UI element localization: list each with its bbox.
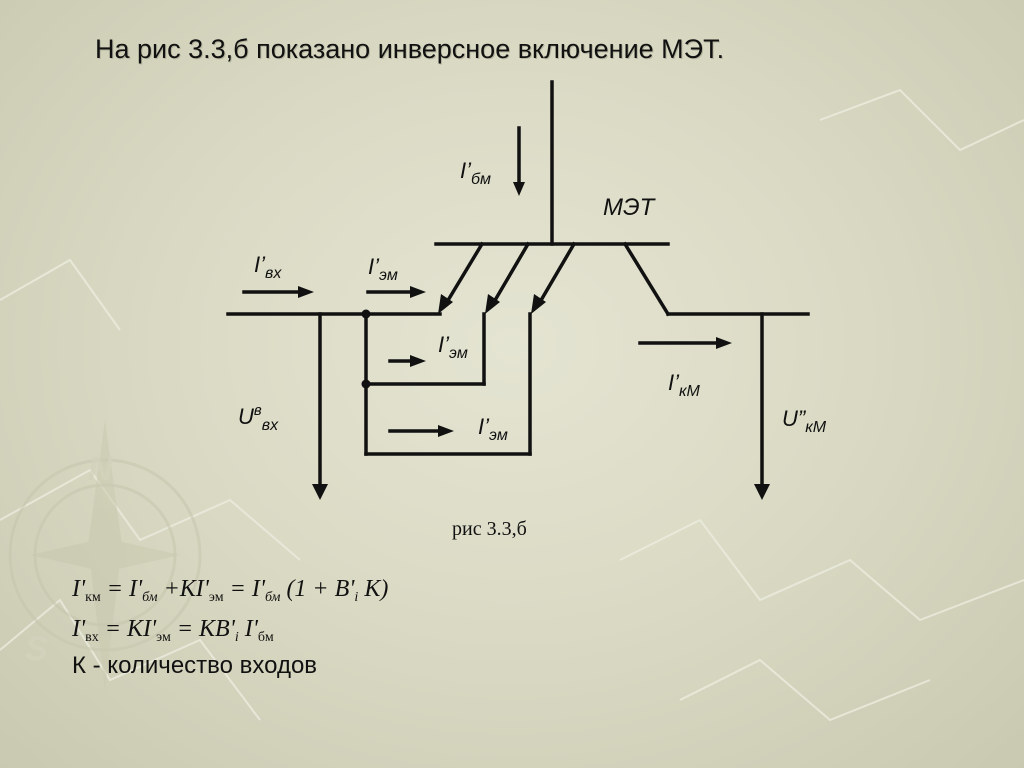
figure-caption: рис 3.3,б: [452, 518, 527, 540]
label-i-em-bot: I’эм: [478, 414, 508, 444]
device-label-met: МЭТ: [603, 194, 655, 221]
slide-title: На рис 3.3,б показано инверсное включени…: [95, 34, 725, 64]
emitter-3-arrowhead: [531, 294, 546, 314]
i-em-arrowhead-3: [438, 425, 454, 437]
svg-text:S: S: [25, 630, 48, 668]
label-i-vx: I’вх: [254, 252, 282, 282]
label-u-km: U”кМ: [782, 406, 827, 436]
label-u-vx: Uввх: [238, 402, 279, 434]
label-i-em-top: I’эм: [368, 254, 398, 284]
i-em-arrowhead-2: [410, 355, 426, 367]
u-out-arrowhead: [754, 484, 770, 500]
emitter-2-lead: [491, 241, 531, 305]
label-i-bm: I’бм: [460, 158, 491, 188]
svg-text:N: N: [88, 450, 114, 488]
label-i-km: I’кМ: [668, 370, 700, 400]
junction-mid: [361, 379, 371, 389]
i-km-arrowhead: [716, 337, 732, 349]
label-i-em-mid: I’эм: [438, 332, 468, 362]
i-bm-arrowhead: [513, 182, 525, 196]
collector-lead: [622, 241, 671, 317]
emitter-1-arrowhead: [438, 294, 453, 314]
formula-i-vx: I'вх = KI'эм = KB'i I'бм: [72, 616, 274, 645]
emitter-2-arrowhead: [485, 294, 500, 314]
emitter-3-lead: [537, 241, 577, 305]
u-in-arrowhead: [312, 484, 328, 500]
emitter-1-lead: [444, 241, 485, 305]
formula-i-km: I'км = I'бм +KI'эм = I'бм (1 + B'i K): [72, 576, 389, 605]
note-k-inputs: К - количество входов: [72, 652, 318, 679]
i-vx-arrowhead: [298, 286, 314, 298]
i-em-arrowhead-1: [410, 286, 426, 298]
junction-top: [361, 309, 371, 319]
